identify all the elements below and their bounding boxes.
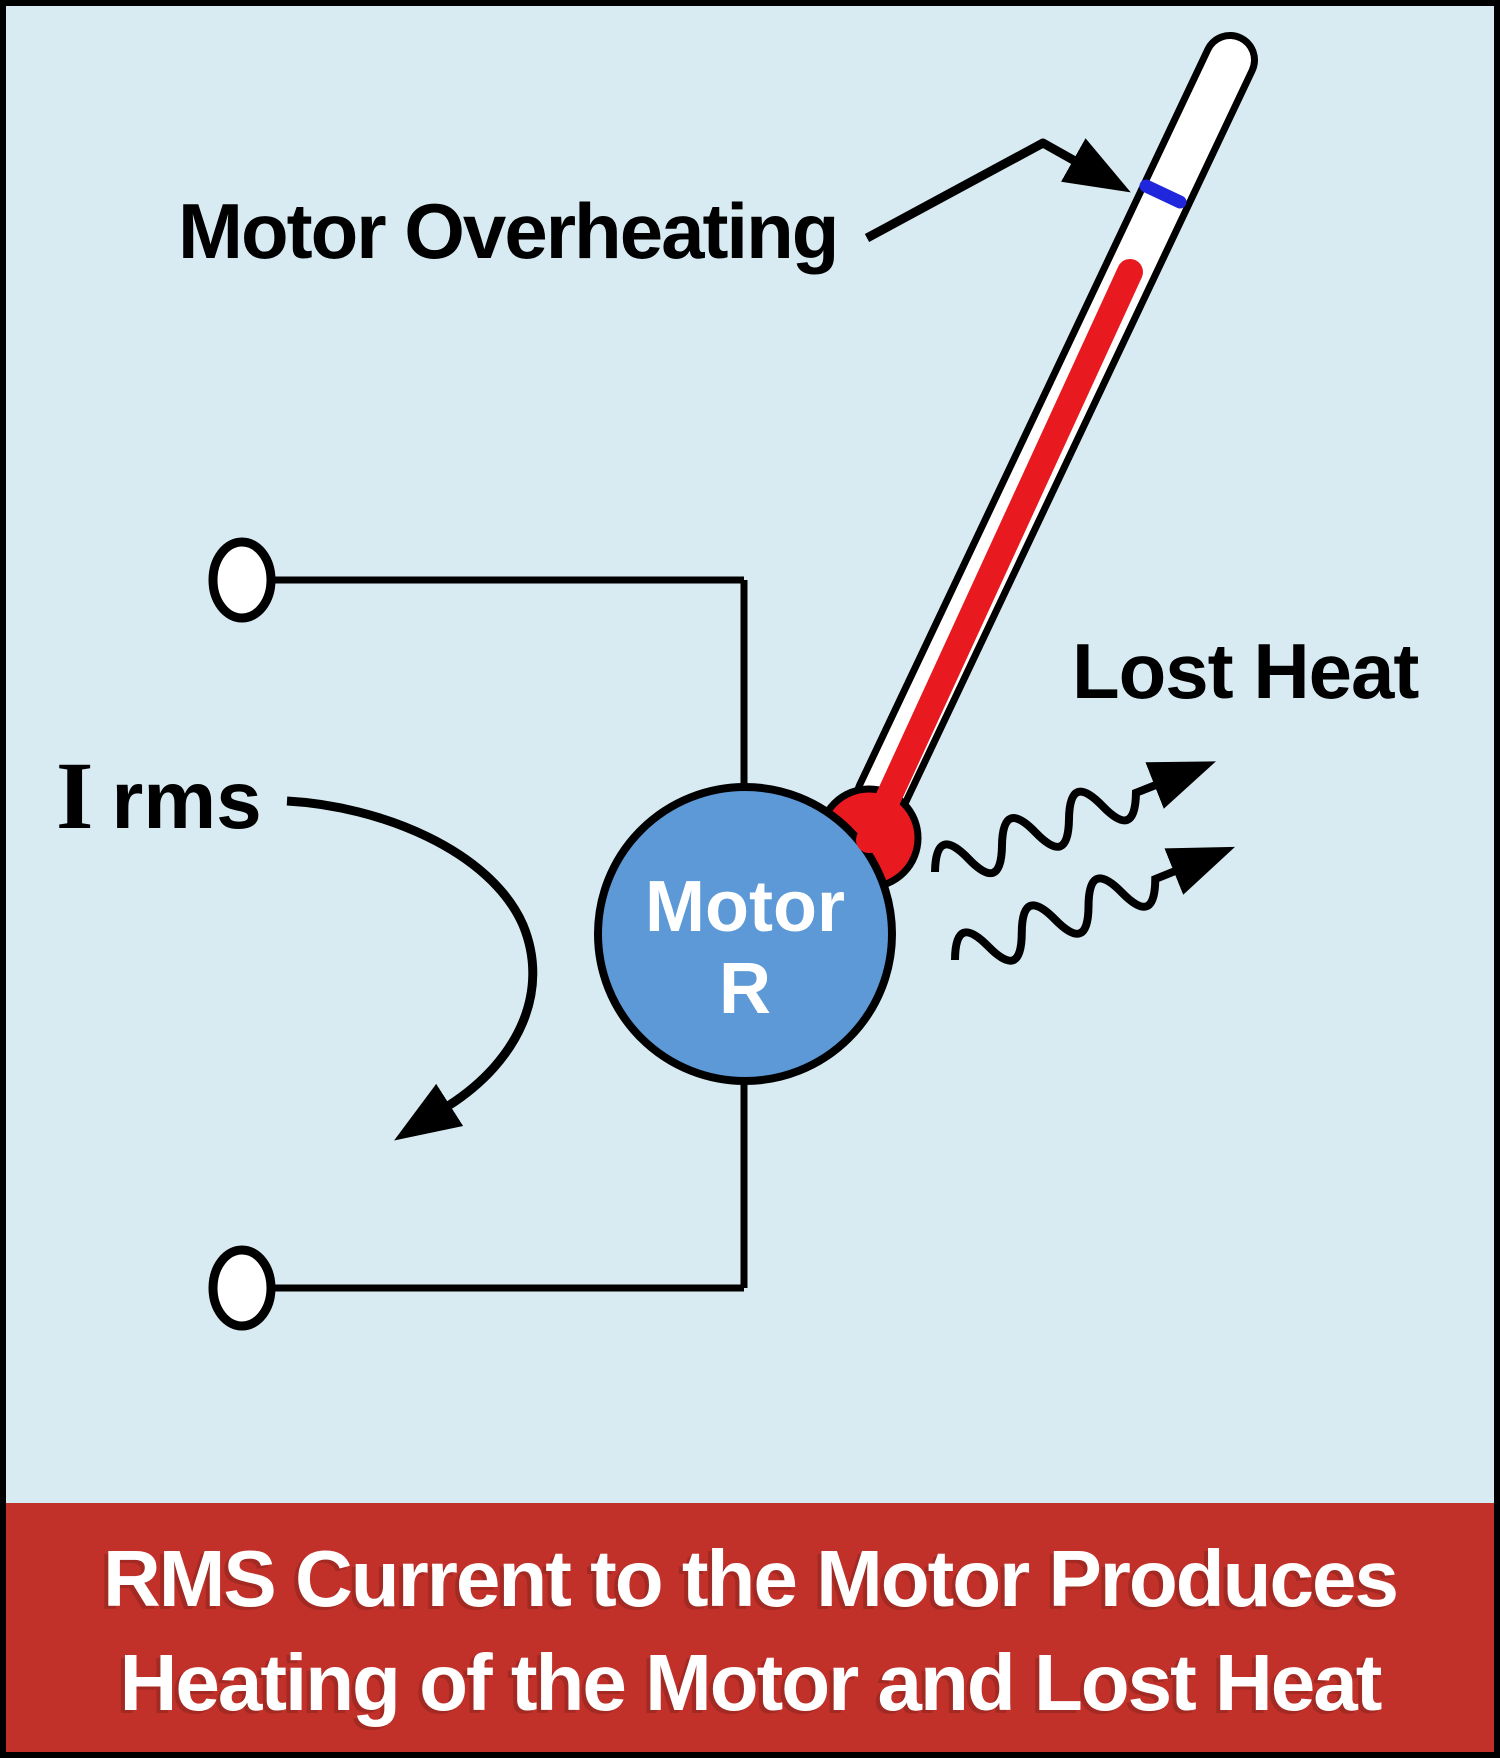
heat-wave-arrow-bottom <box>951 846 1236 965</box>
current-subscript: rms <box>111 755 262 846</box>
thermometer-tick-mark <box>1139 179 1187 209</box>
caption-line2: Heating of the Motor and Lost Heat <box>119 1637 1383 1727</box>
motor-label: Motor R <box>645 866 845 1030</box>
terminal-bottom <box>208 1245 276 1331</box>
overheating-leader-arrow <box>864 138 1131 242</box>
caption-banner: RMS Current to the Motor Produces Heatin… <box>0 1503 1500 1758</box>
heat-wave-arrow-top <box>931 761 1216 878</box>
motor-label-line1: Motor <box>645 867 845 947</box>
irms-current-arrow <box>286 796 538 1141</box>
motor-circle <box>594 783 896 1085</box>
circuit-wires <box>271 576 748 1292</box>
terminal-top <box>208 537 276 623</box>
lost-heat-waves <box>931 761 1236 965</box>
thermometer-mercury-column <box>856 259 1143 853</box>
motor-label-line2: R <box>719 949 771 1029</box>
current-symbol: I <box>56 742 94 849</box>
lost-heat-label: Lost Heat <box>1072 627 1419 715</box>
motor-overheating-label: Motor Overheating <box>178 187 839 275</box>
caption-line1: RMS Current to the Motor Produces <box>102 1533 1399 1623</box>
